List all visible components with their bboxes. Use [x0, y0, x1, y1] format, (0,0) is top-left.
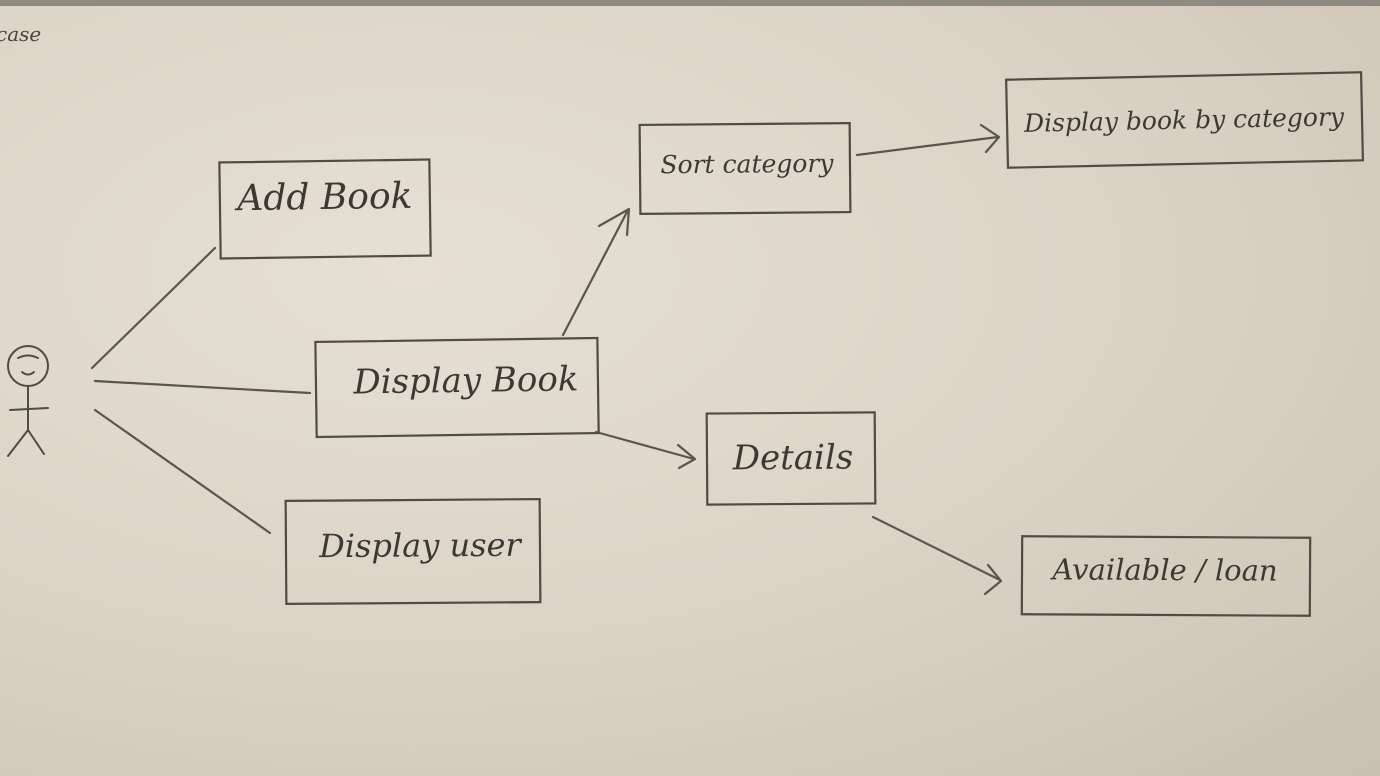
- use-case-display-book: Display Book: [314, 336, 600, 439]
- actor-arms: [9, 407, 49, 411]
- details-box: [705, 411, 877, 506]
- actor-head: [7, 345, 49, 387]
- display-user-box: [284, 498, 542, 605]
- association-display-user: [93, 408, 272, 535]
- actor-face: [17, 354, 39, 376]
- sort-category-box: [638, 121, 852, 216]
- add-book-box: [218, 158, 432, 260]
- display-book-by-category-box: [1005, 71, 1365, 169]
- actor-stick-figure: [7, 345, 49, 457]
- display-book-label: Display Book: [352, 359, 579, 402]
- display-book-box: [314, 336, 600, 439]
- available-loan-box: [1020, 535, 1312, 617]
- details-label: Details: [732, 438, 854, 479]
- available-loan-label: Available / loan: [1049, 552, 1277, 587]
- arrow-details-to-available-loan: [871, 515, 1003, 596]
- use-case-display-user: Display user: [284, 498, 542, 605]
- add-book-label: Add Book: [234, 176, 413, 219]
- arrow-display-book-to-sort-category: [561, 207, 631, 337]
- arrow-display-book-to-details: [594, 430, 697, 470]
- use-case-details: Details: [705, 411, 877, 506]
- arrow-sort-category-to-display-by-category: [855, 123, 1001, 157]
- use-case-sort-category: Sort category: [638, 121, 852, 216]
- actor-left-leg: [7, 429, 29, 457]
- use-case-available-loan: Available / loan: [1020, 535, 1312, 617]
- paper-top-edge: [0, 0, 1380, 6]
- corner-text: case: [0, 22, 42, 46]
- actor-right-leg: [27, 429, 45, 455]
- display-book-by-category-label: Display book by category: [1023, 102, 1345, 138]
- display-user-label: Display user: [318, 526, 523, 565]
- use-case-add-book: Add Book: [218, 158, 432, 260]
- sort-category-label: Sort category: [660, 149, 834, 180]
- association-add-book: [90, 246, 217, 370]
- association-display-book: [93, 379, 312, 395]
- use-case-display-book-by-category: Display book by category: [1005, 71, 1365, 169]
